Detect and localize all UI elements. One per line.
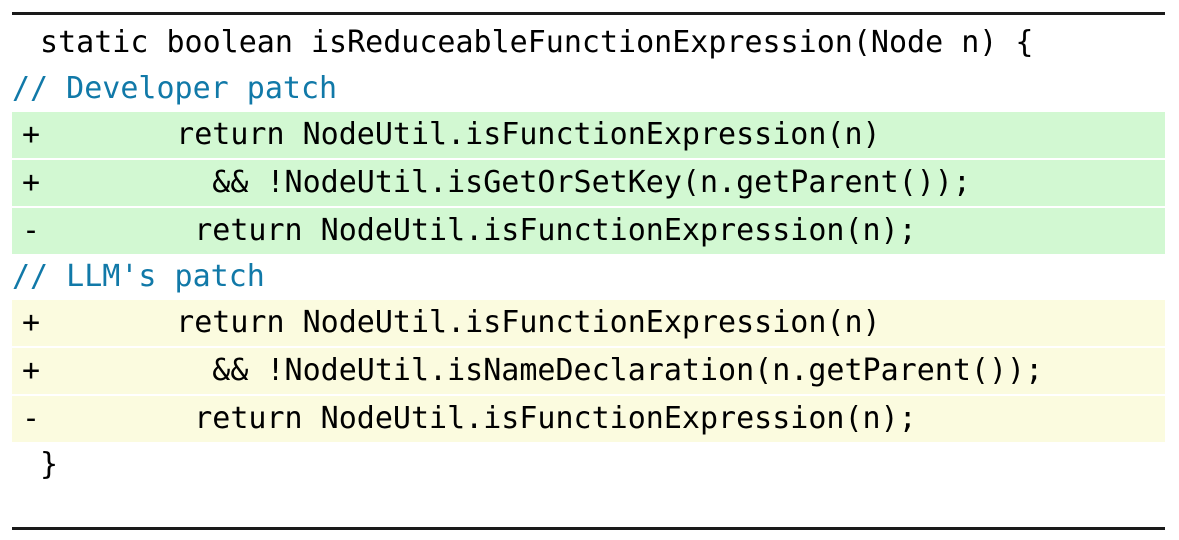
diff-marker: + <box>22 165 41 200</box>
diff-marker: - <box>22 213 41 248</box>
diff-line-added: + && !NodeUtil.isNameDeclaration(n.getPa… <box>12 346 1165 394</box>
code-line-text: return NodeUtil.isFunctionExpression(n) <box>122 305 881 340</box>
code-line-text: return NodeUtil.isFunctionExpression(n) <box>122 117 881 152</box>
code-block: static boolean isReduceableFunctionExpre… <box>12 20 1165 488</box>
code-line-text: return NodeUtil.isFunctionExpression(n); <box>122 401 917 436</box>
diff-marker: + <box>22 117 41 152</box>
bottom-rule <box>12 527 1165 530</box>
comment-line-developer: // Developer patch <box>12 66 1165 112</box>
top-rule <box>12 12 1165 15</box>
code-line-closing-brace: } <box>12 442 1165 488</box>
comment-text: // LLM's patch <box>12 259 265 294</box>
code-line-signature: static boolean isReduceableFunctionExpre… <box>12 20 1165 66</box>
diff-marker: - <box>22 401 41 436</box>
code-line-text: return NodeUtil.isFunctionExpression(n); <box>122 213 917 248</box>
code-line-text: && !NodeUtil.isNameDeclaration(n.getPare… <box>122 353 1044 388</box>
code-line-text: static boolean isReduceableFunctionExpre… <box>22 25 1034 60</box>
code-line-text: && !NodeUtil.isGetOrSetKey(n.getParent()… <box>122 165 971 200</box>
llm-patch-hunk: + return NodeUtil.isFunctionExpression(n… <box>12 300 1165 442</box>
comment-text: // Developer patch <box>12 71 338 106</box>
developer-patch-hunk: + return NodeUtil.isFunctionExpression(n… <box>12 112 1165 254</box>
diff-line-removed: - return NodeUtil.isFunctionExpression(n… <box>12 206 1165 254</box>
diff-marker: + <box>22 305 41 340</box>
diff-marker: + <box>22 353 41 388</box>
diff-line-added: + return NodeUtil.isFunctionExpression(n… <box>12 112 1165 158</box>
code-line-text: } <box>22 447 59 482</box>
diff-line-added: + && !NodeUtil.isGetOrSetKey(n.getParent… <box>12 158 1165 206</box>
diff-line-added: + return NodeUtil.isFunctionExpression(n… <box>12 300 1165 346</box>
diff-line-removed: - return NodeUtil.isFunctionExpression(n… <box>12 394 1165 442</box>
comment-line-llm: // LLM's patch <box>12 254 1165 300</box>
